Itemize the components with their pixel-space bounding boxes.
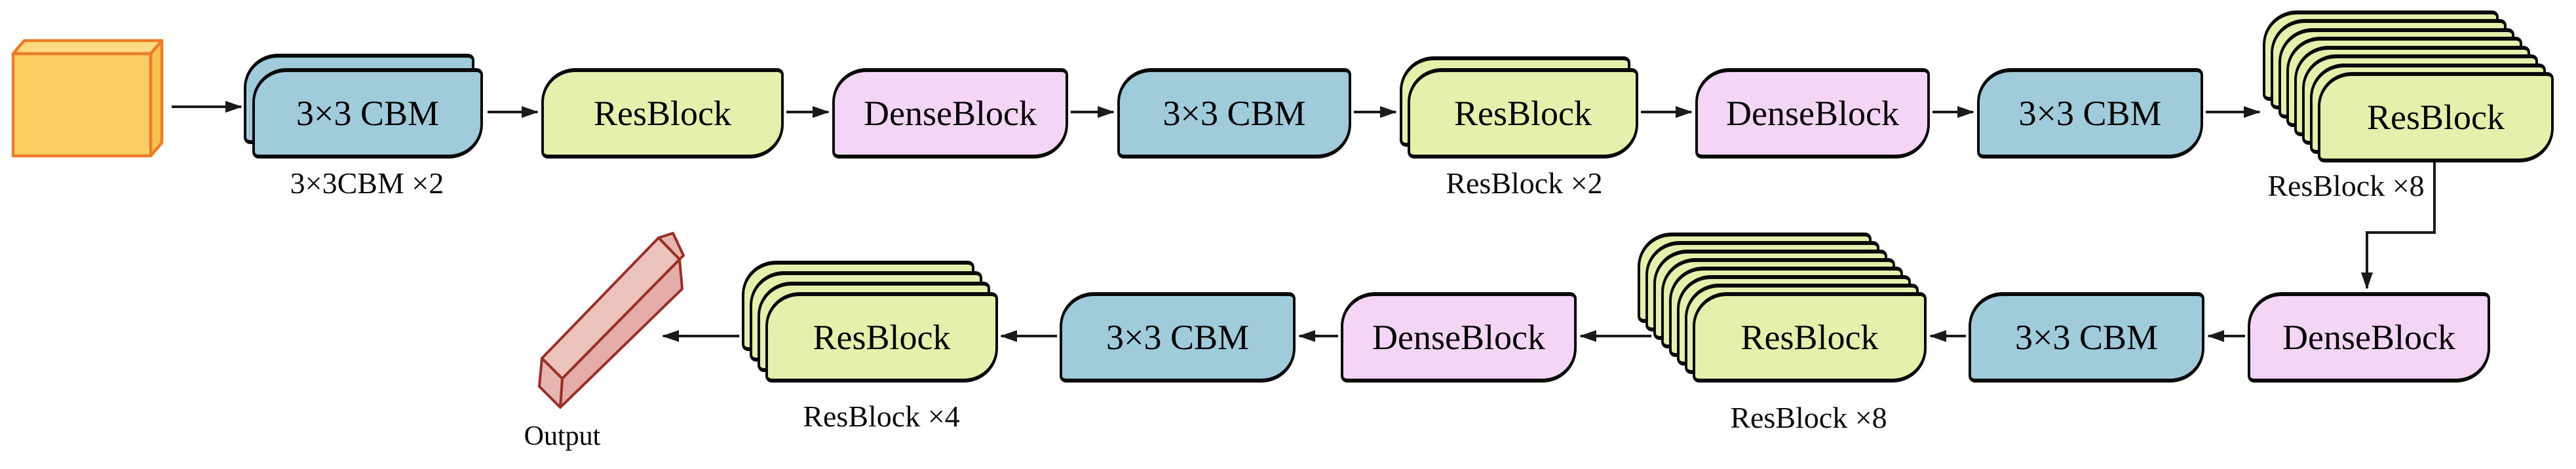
cbm-top-3-label: 3×3 CBM [2018, 94, 2162, 133]
cbm-bottom-2: 3×3 CBM [1060, 292, 1296, 383]
resblock-stack-x8-top-label: ResBlock [2367, 98, 2505, 137]
resblock-top-1: ResBlock [541, 68, 784, 159]
resblock-stack-x2-multiplier-label: ResBlock ×2 [1446, 166, 1603, 200]
denseblock-bottom-2-label: DenseBlock [1372, 318, 1545, 357]
denseblock-bottom-2: DenseBlock [1341, 292, 1577, 383]
denseblock-top-1: DenseBlock [832, 68, 1068, 159]
cbm-stack-x2-multiplier-label: 3×3CBM ×2 [290, 166, 444, 200]
output-bar-far-cap [657, 232, 685, 261]
resblock-stack-x2: ResBlock [1408, 68, 1638, 159]
resblock-stack-x4-label: ResBlock [813, 318, 951, 357]
cbm-stack-x2-label: 3×3 CBM [296, 94, 439, 133]
denseblock-top-2: DenseBlock [1695, 68, 1930, 159]
denseblock-bottom-1: DenseBlock [2248, 292, 2490, 383]
cbm-stack-x2: 3×3 CBM [252, 68, 483, 159]
denseblock-top-2-label: DenseBlock [1726, 94, 1899, 133]
input-label: Input [39, 84, 125, 128]
resblock-stack-x8-top: ResBlock [2318, 72, 2554, 162]
output-bar-near-cap [538, 357, 564, 409]
input-box-side-face [149, 39, 164, 158]
resblock-top-1-label: ResBlock [594, 94, 731, 133]
denseblock-top-1-label: DenseBlock [864, 94, 1037, 133]
output-label: Output [524, 421, 601, 451]
cbm-top-2: 3×3 CBM [1117, 68, 1351, 159]
output-bar-lower-face [559, 258, 683, 409]
input-box-top-face [11, 39, 164, 56]
cbm-top-2-label: 3×3 CBM [1163, 94, 1306, 133]
resblock-stack-x2-label: ResBlock [1454, 94, 1592, 133]
resblock-stack-x8-top-multiplier-label: ResBlock ×8 [2267, 169, 2425, 202]
resblock-stack-x4: ResBlock [765, 292, 998, 383]
output-bar-upper-face [541, 236, 681, 380]
cbm-bottom-2-label: 3×3 CBM [1105, 318, 1249, 357]
cbm-bottom-1: 3×3 CBM [1969, 292, 2204, 383]
cbm-top-3: 3×3 CBM [1977, 68, 2203, 159]
resblock-stack-x8-bottom: ResBlock [1693, 292, 1927, 383]
resblock-stack-x8-bottom-multiplier-label: ResBlock ×8 [1730, 401, 1887, 434]
resblock-stack-x4-multiplier-label: ResBlock ×4 [803, 400, 960, 433]
resblock-stack-x8-bottom-label: ResBlock [1740, 318, 1879, 357]
denseblock-bottom-1-label: DenseBlock [2282, 318, 2455, 357]
cbm-bottom-1-label: 3×3 CBM [2014, 318, 2158, 357]
